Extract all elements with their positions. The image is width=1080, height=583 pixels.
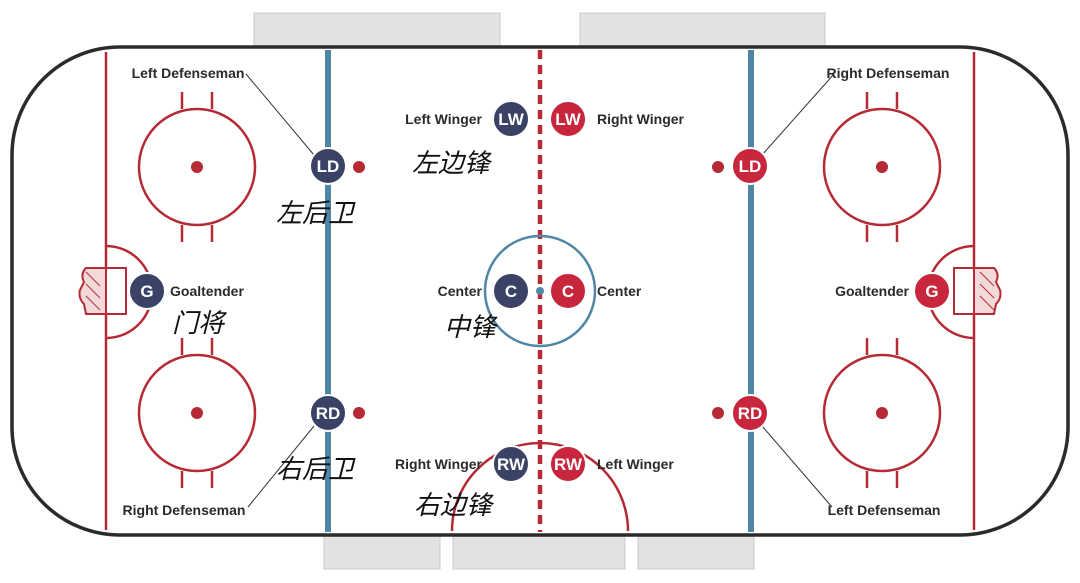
faceoff-circle-bottom-left xyxy=(137,338,257,488)
label-goaltender-away: Goaltender xyxy=(835,283,909,299)
label-right-winger-home: Right Winger xyxy=(395,456,483,472)
cn-left-winger: 左边锋 xyxy=(412,149,493,179)
leader-line-rd-away xyxy=(761,425,833,508)
player-away-goaltender: G xyxy=(913,272,951,310)
label-left-defenseman-bottom: Left Defenseman xyxy=(828,502,941,518)
player-home-c-text: C xyxy=(505,282,517,301)
faceoff-dot-nz-top-right xyxy=(712,161,724,173)
box-bottom-right xyxy=(637,534,755,570)
player-away-left-winger: LW xyxy=(549,100,587,138)
player-home-g-text: G xyxy=(140,282,153,301)
center-faceoff-dot xyxy=(536,287,544,295)
cn-goalie: 门将 xyxy=(172,309,228,339)
player-home-rw-text: RW xyxy=(497,455,526,474)
player-home-left-winger: LW xyxy=(492,100,530,138)
bench-top-right xyxy=(579,12,826,48)
cn-center: 中锋 xyxy=(444,313,499,343)
center-faceoff-circle xyxy=(483,234,597,348)
label-left-winger-home: Left Winger xyxy=(405,111,482,127)
leader-line-rd-home xyxy=(247,425,315,508)
player-away-lw-text: LW xyxy=(555,110,581,129)
player-home-goaltender: G xyxy=(128,272,166,310)
player-away-left-defenseman: LD xyxy=(731,147,769,185)
label-goaltender-home: Goaltender xyxy=(170,283,244,299)
label-right-defenseman-bottom: Right Defenseman xyxy=(123,502,246,518)
player-away-rw-text: RW xyxy=(554,455,583,474)
label-left-winger-away: Left Winger xyxy=(597,456,674,472)
faceoff-dot-nz-top-left xyxy=(353,161,365,173)
box-bottom-left xyxy=(323,534,441,570)
player-home-rd-text: RD xyxy=(316,404,341,423)
faceoff-circle-top-left xyxy=(137,92,257,242)
goal-net-right xyxy=(953,267,1002,315)
cn-left-defense: 左后卫 xyxy=(276,199,356,229)
player-home-center: C xyxy=(492,272,530,310)
label-center-away: Center xyxy=(597,283,642,299)
player-away-right-winger: RW xyxy=(549,445,587,483)
leader-line-ld-home xyxy=(245,73,315,156)
leader-line-ld-away xyxy=(761,73,835,156)
player-home-lw-text: LW xyxy=(498,110,524,129)
player-home-left-defenseman: LD xyxy=(309,147,347,185)
label-right-winger-away: Right Winger xyxy=(597,111,685,127)
faceoff-circle-bottom-right xyxy=(822,338,942,488)
label-center-home: Center xyxy=(438,283,483,299)
faceoff-dot-nz-bottom-left xyxy=(353,407,365,419)
label-right-defenseman-top: Right Defenseman xyxy=(827,65,950,81)
player-home-right-defenseman: RD xyxy=(309,394,347,432)
player-away-center: C xyxy=(549,272,587,310)
player-away-g-text: G xyxy=(925,282,938,301)
cn-right-defense: 右后卫 xyxy=(276,455,356,485)
box-bottom-center xyxy=(452,534,626,570)
player-home-right-winger: RW xyxy=(492,445,530,483)
faceoff-circle-top-right xyxy=(822,92,942,242)
player-away-c-text: C xyxy=(562,282,574,301)
player-away-right-defenseman: RD xyxy=(731,394,769,432)
goal-net-left xyxy=(78,267,127,315)
player-home-ld-text: LD xyxy=(317,157,340,176)
player-away-ld-text: LD xyxy=(739,157,762,176)
cn-right-winger: 右边锋 xyxy=(414,491,495,521)
faceoff-dot-nz-bottom-right xyxy=(712,407,724,419)
bench-top-left xyxy=(253,12,501,48)
player-away-rd-text: RD xyxy=(738,404,763,423)
label-left-defenseman-top: Left Defenseman xyxy=(132,65,245,81)
